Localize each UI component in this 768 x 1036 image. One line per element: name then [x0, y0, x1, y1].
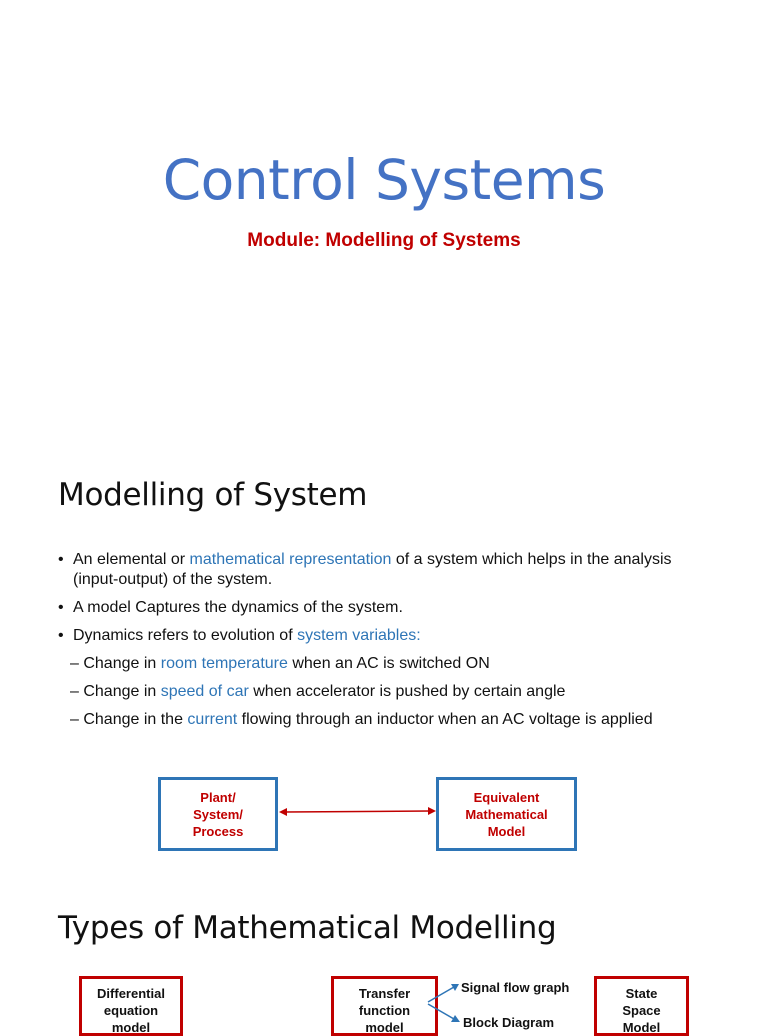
module-subtitle: Module: Modelling of Systems	[247, 230, 521, 251]
sub-bullet-item: – Change in the current flowing through …	[58, 710, 698, 730]
bullet-item: • Dynamics refers to evolution of system…	[58, 626, 698, 646]
highlight-text: current	[187, 711, 238, 728]
bullet-text: – Change in the	[70, 711, 188, 728]
plant-system-box: Plant/ System/ Process	[158, 777, 278, 851]
bullet-text: – Change in	[70, 683, 161, 700]
bullet-dot: •	[58, 599, 64, 616]
arrow-head	[451, 984, 459, 991]
sub-bullet-item: – Change in room temperature when an AC …	[58, 654, 698, 674]
bullet-item: • A model Captures the dynamics of the s…	[58, 598, 698, 618]
bullet-text: when accelerator is pushed by certain an…	[248, 683, 566, 700]
highlight-text: mathematical representation	[189, 551, 392, 568]
state-space-box: State Space Model	[594, 976, 689, 1036]
bullet-text: A model Captures the dynamics of the sys…	[73, 599, 403, 616]
slide-heading: Modelling of System	[58, 477, 368, 513]
arrow-head-right	[428, 807, 436, 815]
slide-types-of-modelling: Types of Mathematical Modelling Differen…	[0, 880, 768, 1036]
bullet-text: Dynamics refers to evolution of	[73, 627, 298, 644]
presentation-title: Control Systems	[162, 148, 606, 212]
arrow-to-block-diagram	[427, 1003, 455, 1020]
signal-flow-graph-label: Signal flow graph	[461, 980, 570, 995]
arrow-head-left	[279, 808, 287, 816]
slide-modelling-of-system: Modelling of System • An elemental or ma…	[0, 430, 768, 880]
bullet-text: flowing through an inductor when an AC v…	[237, 711, 653, 728]
slide-title: Control Systems Module: Modelling of Sys…	[0, 0, 768, 430]
highlight-text: system variables:	[297, 627, 421, 644]
box-label: Equivalent Mathematical Model	[465, 789, 548, 839]
highlight-text: room temperature	[160, 655, 288, 672]
bullet-dot: •	[58, 627, 64, 644]
bullet-dot: •	[58, 551, 64, 568]
arrow-head	[451, 1015, 460, 1022]
bullet-text: An elemental or	[73, 551, 190, 568]
bullet-item: • An elemental or mathematical represent…	[58, 550, 698, 590]
bullet-text: of a system which helps in the analysis …	[73, 551, 672, 588]
arrow-to-signal-flow	[427, 986, 455, 1003]
branch-arrows	[427, 984, 460, 1022]
slide-heading: Types of Mathematical Modelling	[58, 910, 557, 946]
box-label: Plant/ System/ Process	[192, 789, 244, 839]
block-diagram-label: Block Diagram	[463, 1015, 555, 1030]
sub-bullet-item: – Change in speed of car when accelerato…	[58, 682, 698, 702]
bullet-text: when an AC is switched ON	[287, 655, 490, 672]
bidirectional-arrow	[279, 807, 436, 816]
arrow-line	[284, 810, 431, 813]
bullet-list: • An elemental or mathematical represent…	[58, 550, 698, 738]
bullet-text: – Change in	[70, 655, 161, 672]
equivalent-model-box: Equivalent Mathematical Model	[436, 777, 577, 851]
highlight-text: speed of car	[160, 683, 249, 700]
